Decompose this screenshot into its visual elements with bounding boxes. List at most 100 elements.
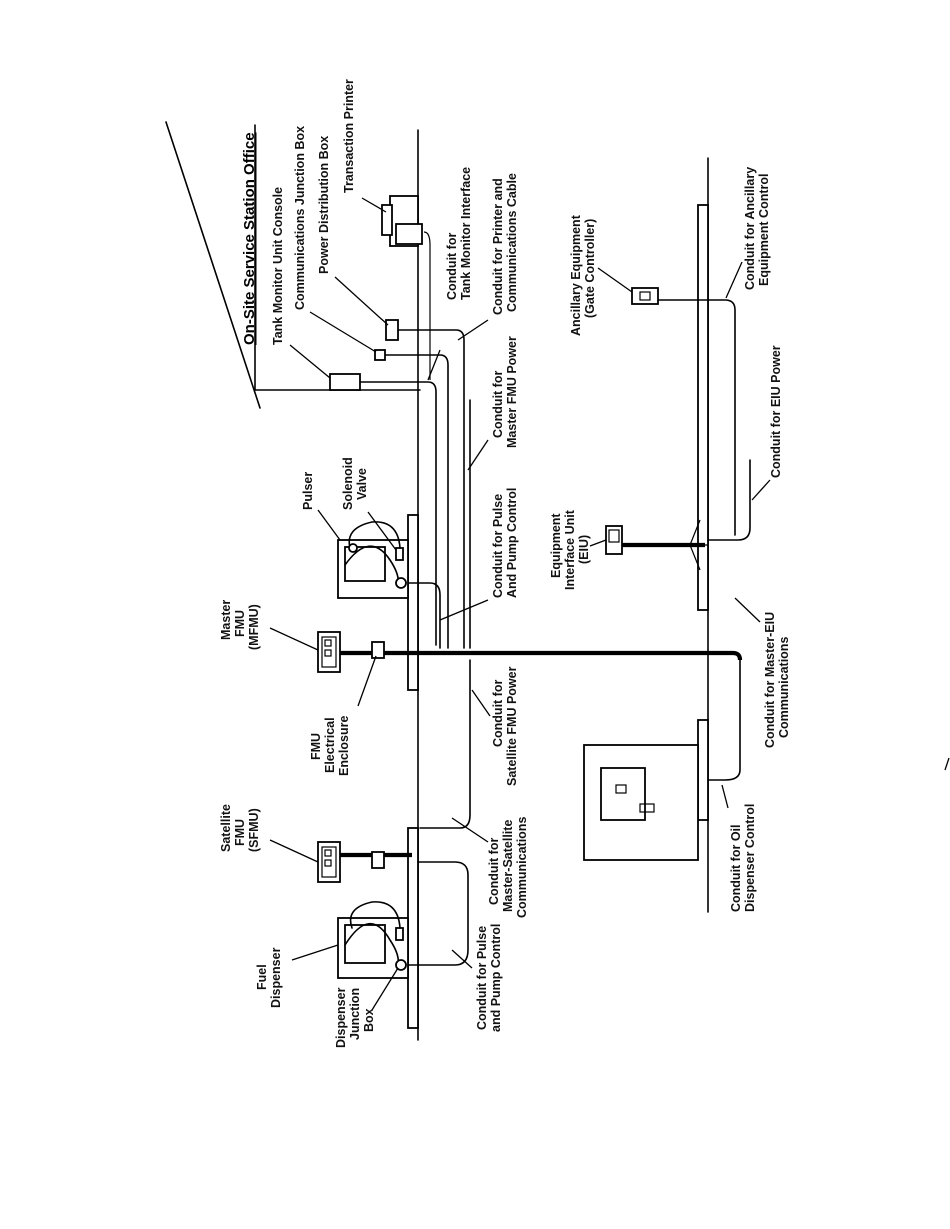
leader-comm-junction bbox=[309, 311, 377, 353]
label-ancillary-2: (Gate Controller) bbox=[583, 219, 597, 318]
leader-eiu bbox=[589, 539, 607, 547]
label-master-satellite-3: Communications bbox=[515, 817, 529, 918]
label-enclosure-3: Enclosure bbox=[337, 716, 351, 776]
label-master-satellite-1: Conduit for bbox=[487, 838, 501, 905]
label-comm-junction: Communications Junction Box bbox=[293, 126, 307, 310]
label-ancillary-1: Ancillary Equipment bbox=[569, 214, 583, 336]
label-satellite-fmu-2: FMU bbox=[233, 819, 247, 846]
label-oil-2: Dispenser Control bbox=[743, 804, 757, 912]
leader-conduit-printer bbox=[457, 319, 489, 341]
label-junction-3: Box bbox=[362, 1008, 376, 1032]
conduit-pulse-master bbox=[401, 582, 441, 649]
oil-dispenser-building bbox=[583, 744, 699, 861]
eiu-support bbox=[686, 519, 708, 571]
leader-pulse-master bbox=[439, 599, 489, 621]
label-conduit-tank-2: Tank Monitor Interface bbox=[459, 167, 473, 300]
label-fuel-dispenser-2: Dispenser bbox=[269, 947, 283, 1008]
label-conduit-printer-1: Conduit for Printer and bbox=[491, 178, 505, 315]
office-roof-line bbox=[165, 121, 261, 409]
transaction-printer bbox=[381, 195, 423, 247]
label-satellite-power-2: Satellite FMU Power bbox=[505, 666, 519, 786]
tank-monitor-console bbox=[329, 373, 361, 391]
label-solenoid-1: Solenoid bbox=[341, 457, 355, 510]
label-master-power-2: Master FMU Power bbox=[505, 336, 519, 448]
label-master-fmu-3: (MFMU) bbox=[247, 604, 261, 650]
label-oil-1: Conduit for Oil bbox=[729, 825, 743, 912]
label-eiu-3: (EIU) bbox=[577, 535, 591, 564]
island-master bbox=[407, 514, 419, 691]
office-title: On-Site Service Station Office bbox=[241, 132, 258, 345]
label-conduit-ancillary-1: Conduit for Ancillary bbox=[743, 167, 757, 290]
leader-printer bbox=[361, 197, 387, 213]
leader-master-satellite bbox=[451, 817, 489, 843]
fmu-electrical-enclosure-master bbox=[371, 641, 385, 659]
leader-oil bbox=[721, 784, 729, 809]
label-satellite-fmu-1: Satellite bbox=[219, 804, 233, 852]
label-satellite-power-1: Conduit for bbox=[491, 680, 505, 747]
label-transaction-printer: Transaction Printer bbox=[342, 79, 356, 193]
leader-enclosure bbox=[357, 655, 377, 707]
conduit-printer-line bbox=[423, 231, 431, 380]
leader-eiu-power bbox=[751, 479, 771, 501]
leader-fuel-dispenser bbox=[291, 944, 339, 961]
leader-master-fmu bbox=[269, 627, 319, 651]
label-master-fmu-2: FMU bbox=[233, 610, 247, 637]
master-fmu bbox=[317, 631, 341, 673]
leader-conduit-tank bbox=[427, 349, 441, 381]
dispenser-junction-box bbox=[395, 959, 407, 971]
pulser bbox=[348, 521, 401, 553]
conduit-printer bbox=[393, 329, 465, 649]
label-fuel-dispenser-1: Fuel bbox=[255, 964, 269, 990]
conduit-tank-monitor bbox=[359, 381, 437, 646]
leader-satellite-fmu bbox=[269, 839, 319, 863]
label-master-satellite-2: Master-Satellite bbox=[501, 820, 515, 912]
master-dispenser-junction-box bbox=[395, 577, 407, 589]
island-ancillary bbox=[697, 204, 709, 611]
label-conduit-tank-1: Conduit for bbox=[445, 233, 459, 300]
leader-pulse-left bbox=[451, 949, 473, 969]
label-master-fmu-1: Master bbox=[219, 600, 233, 640]
conduit-comm-junction bbox=[384, 354, 449, 649]
leader-pulser bbox=[317, 509, 341, 541]
leader-tank-monitor bbox=[289, 344, 331, 379]
label-pulser: Pulser bbox=[301, 472, 315, 510]
ancillary-gate-controller bbox=[631, 287, 659, 305]
fmu-electrical-enclosure-satellite bbox=[371, 851, 385, 869]
leader-master-power bbox=[467, 439, 489, 471]
label-tank-monitor: Tank Monitor Unit Console bbox=[271, 187, 285, 345]
label-eiu-1: Equipment bbox=[549, 513, 563, 578]
label-enclosure-1: FMU bbox=[309, 733, 323, 760]
solenoid-valve bbox=[395, 547, 404, 561]
label-master-power-1: Conduit for bbox=[491, 371, 505, 438]
label-pulse-master-1: Conduit for Pulse bbox=[491, 494, 505, 598]
satellite-fmu bbox=[317, 841, 341, 883]
label-junction-1: Dispenser bbox=[334, 987, 348, 1048]
leader-junction-box bbox=[371, 967, 399, 1011]
label-junction-2: Junction bbox=[348, 988, 362, 1040]
island-satellite bbox=[407, 827, 419, 1029]
master-eiu-comm-conduit bbox=[340, 650, 743, 661]
rotated-diagram: On-Site Service Station Office Tank Moni… bbox=[165, 79, 791, 1048]
label-enclosure-2: Electrical bbox=[323, 717, 337, 773]
leader-ancillary bbox=[597, 267, 633, 293]
label-pulse-left-1: Conduit for Pulse bbox=[475, 926, 489, 1030]
leader-conduit-ancillary bbox=[725, 261, 743, 299]
label-pulse-left-2: and Pump Control bbox=[489, 924, 503, 1032]
power-distribution-box bbox=[385, 319, 399, 341]
label-solenoid-2: Valve bbox=[355, 468, 369, 500]
communications-junction-box bbox=[374, 349, 386, 361]
leader-master-eiu bbox=[734, 597, 761, 623]
label-power-distribution: Power Distribution Box bbox=[317, 136, 331, 274]
label-pulse-master-2: And Pump Control bbox=[505, 488, 519, 598]
conduit-eiu-power bbox=[707, 459, 751, 541]
leader-power-distribution bbox=[334, 276, 389, 326]
satellite-fuel-dispenser bbox=[337, 901, 409, 979]
label-conduit-printer-2: Communications Cable bbox=[505, 173, 519, 312]
label-eiu-2: Interface Unit bbox=[563, 509, 577, 590]
leader-satellite-power bbox=[471, 689, 491, 717]
conduit-oil bbox=[707, 659, 741, 781]
edge-mark bbox=[944, 757, 950, 771]
equipment-interface-unit bbox=[605, 525, 623, 555]
label-satellite-fmu-3: (SFMU) bbox=[247, 808, 261, 852]
